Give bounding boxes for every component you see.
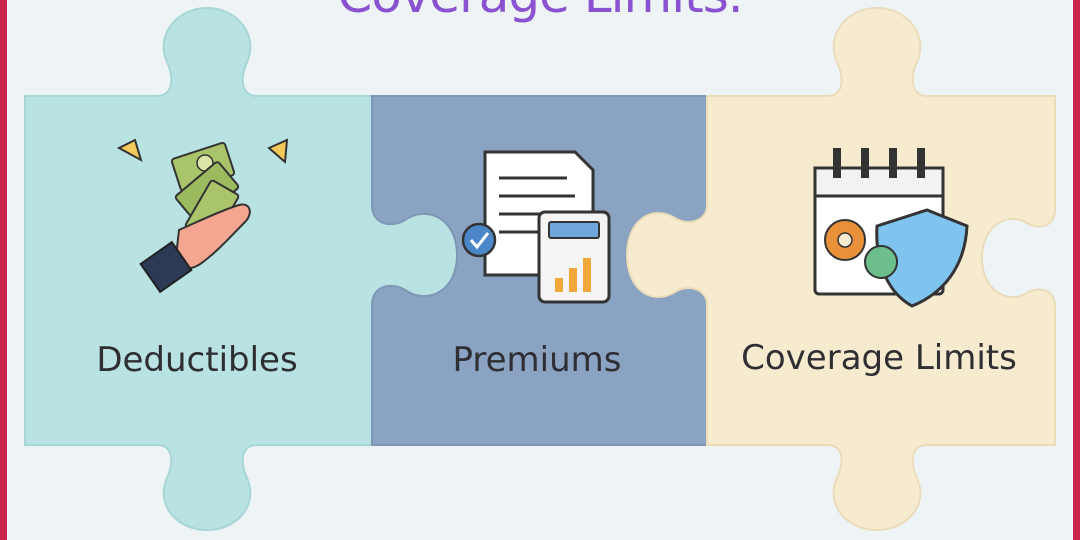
label-premiums: Premiums xyxy=(452,340,622,380)
hand-holding-money-icon xyxy=(116,138,289,294)
puzzle-piece-deductibles xyxy=(24,6,459,532)
label-coverage-limits: Coverage Limits xyxy=(741,338,1017,378)
document-calculator-icon xyxy=(461,150,611,304)
puzzle-canvas: Coverage Limits. xyxy=(7,0,1073,540)
puzzle-graphic xyxy=(24,6,1056,532)
calendar-shield-icon xyxy=(813,148,969,308)
label-deductibles: Deductibles xyxy=(96,340,298,380)
page-title: Coverage Limits. xyxy=(7,0,1073,24)
